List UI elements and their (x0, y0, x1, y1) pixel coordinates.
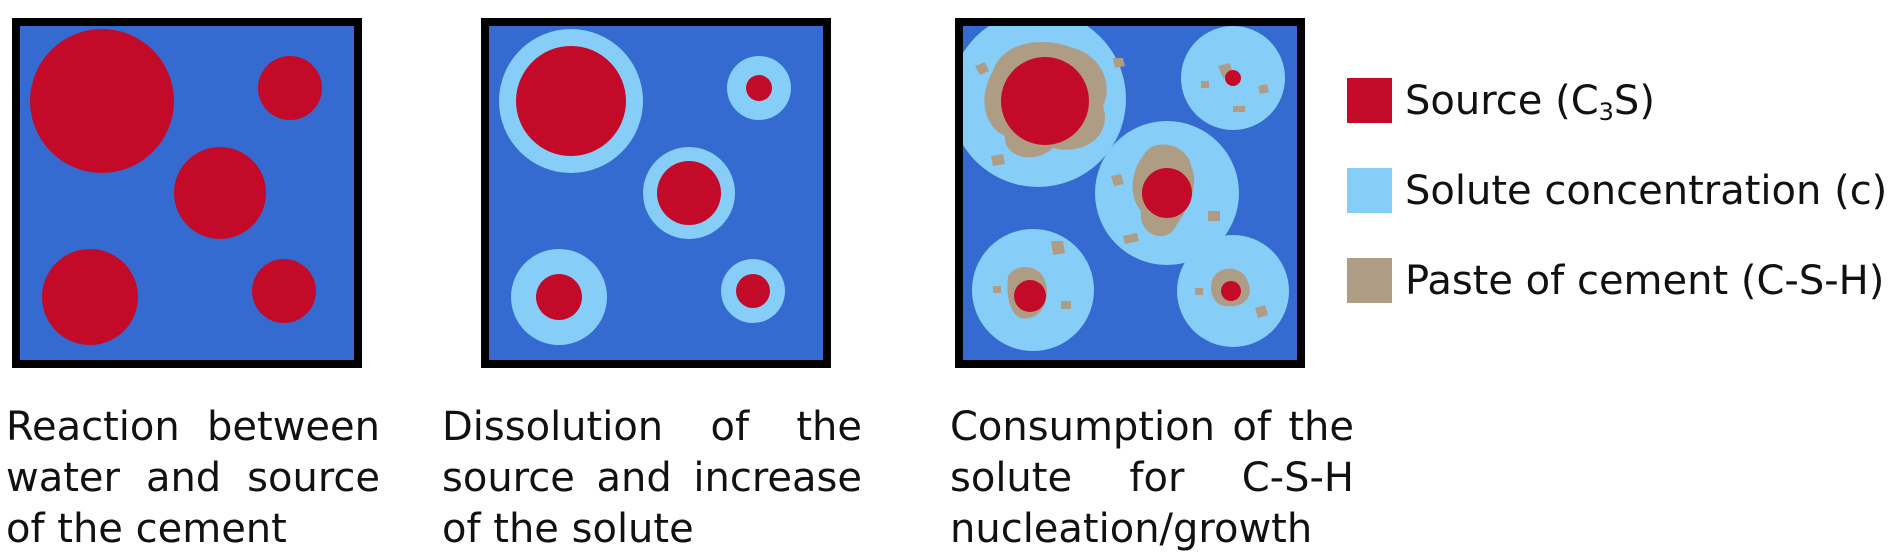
source-particle (1142, 168, 1192, 218)
caption-line: nucleation/growth (950, 506, 1313, 552)
legend-label-source-subscript: 3 (1598, 98, 1614, 126)
legend-label-source-suffix: S) (1613, 78, 1655, 124)
caption-line: of the cement (6, 506, 287, 552)
cement-paste (1113, 58, 1125, 68)
source-particle (1225, 70, 1241, 86)
legend-label-source: Source (C3S) (1405, 76, 1655, 126)
cement-paste (1255, 305, 1268, 318)
cement-paste (1051, 241, 1065, 255)
legend-swatch-solute (1347, 168, 1392, 213)
caption-line: Dissolution of the (442, 404, 862, 450)
caption-line: source and increase (442, 455, 862, 501)
caption-line: water and source (6, 455, 380, 501)
panel-consumption-drawing (963, 26, 1297, 360)
cement-paste (1233, 106, 1245, 112)
caption-line: solute for C-S-H (950, 455, 1354, 501)
cement-paste (1061, 301, 1071, 309)
source-particle (1014, 280, 1046, 312)
source-particle (174, 147, 266, 239)
source-particle (536, 274, 582, 320)
panel-dissolution-drawing (489, 26, 823, 360)
source-particle (746, 75, 772, 101)
cement-paste (1111, 174, 1124, 186)
source-particle (258, 56, 322, 120)
panel-reaction (12, 18, 362, 368)
legend-swatch-source (1347, 78, 1392, 123)
cement-paste (1195, 288, 1203, 295)
legend-label-source-prefix: Source (C (1405, 78, 1599, 124)
caption-dissolution: Dissolution of the source and increase o… (442, 402, 862, 555)
caption-reaction: Reaction between water and source of the… (6, 402, 380, 555)
source-particle (252, 259, 316, 323)
caption-consumption: Consumption of the solute for C-S-H nucl… (950, 402, 1354, 555)
source-particle (516, 46, 626, 156)
source-particle (657, 161, 721, 225)
legend-label-paste: Paste of cement (C-S-H) (1405, 258, 1885, 304)
cement-paste (1208, 211, 1220, 221)
legend-label-solute: Solute concentration (c) (1405, 168, 1888, 214)
cement-paste (993, 286, 1001, 293)
source-particle (30, 29, 174, 173)
cement-paste (991, 154, 1005, 166)
panel-reaction-drawing (20, 26, 354, 360)
source-particle (736, 274, 770, 308)
caption-line: of the solute (442, 506, 694, 552)
source-particle (1221, 281, 1241, 301)
source-particle (1001, 57, 1089, 145)
cement-paste (1123, 233, 1139, 244)
panel-dissolution (481, 18, 831, 368)
cement-paste (1258, 84, 1269, 94)
source-particle (42, 249, 138, 345)
cement-paste (975, 62, 989, 75)
legend-swatch-paste (1347, 258, 1392, 303)
panel-consumption (955, 18, 1305, 368)
caption-line: Consumption of the (950, 404, 1354, 450)
caption-line: Reaction between (6, 404, 380, 450)
cement-paste (1201, 81, 1209, 88)
